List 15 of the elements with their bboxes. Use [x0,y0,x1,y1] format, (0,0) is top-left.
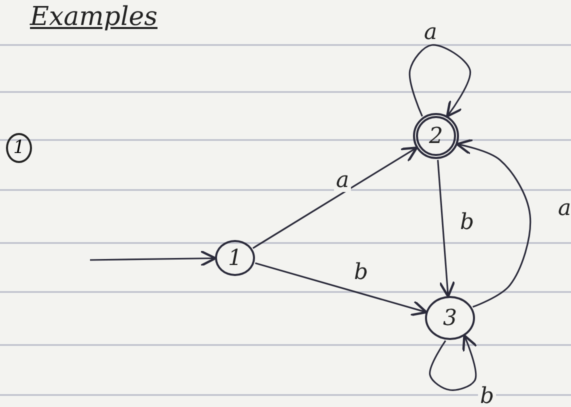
state-circle [425,296,475,340]
self-loop-arrow [429,334,478,391]
accepting-state [413,113,459,159]
example-number: 1 [6,133,32,163]
state-label: 1 [228,246,242,270]
transition-arrow [252,146,418,249]
title: Examples [30,2,158,32]
transition-arrow [437,160,456,298]
state-circle [215,240,255,276]
transition-arrow [456,138,532,308]
transition-arrow [90,250,217,267]
transition-arrow [255,262,428,316]
self-loop-arrow [408,44,472,118]
state-label: 3 [443,306,457,330]
state-label: 2 [429,124,443,148]
